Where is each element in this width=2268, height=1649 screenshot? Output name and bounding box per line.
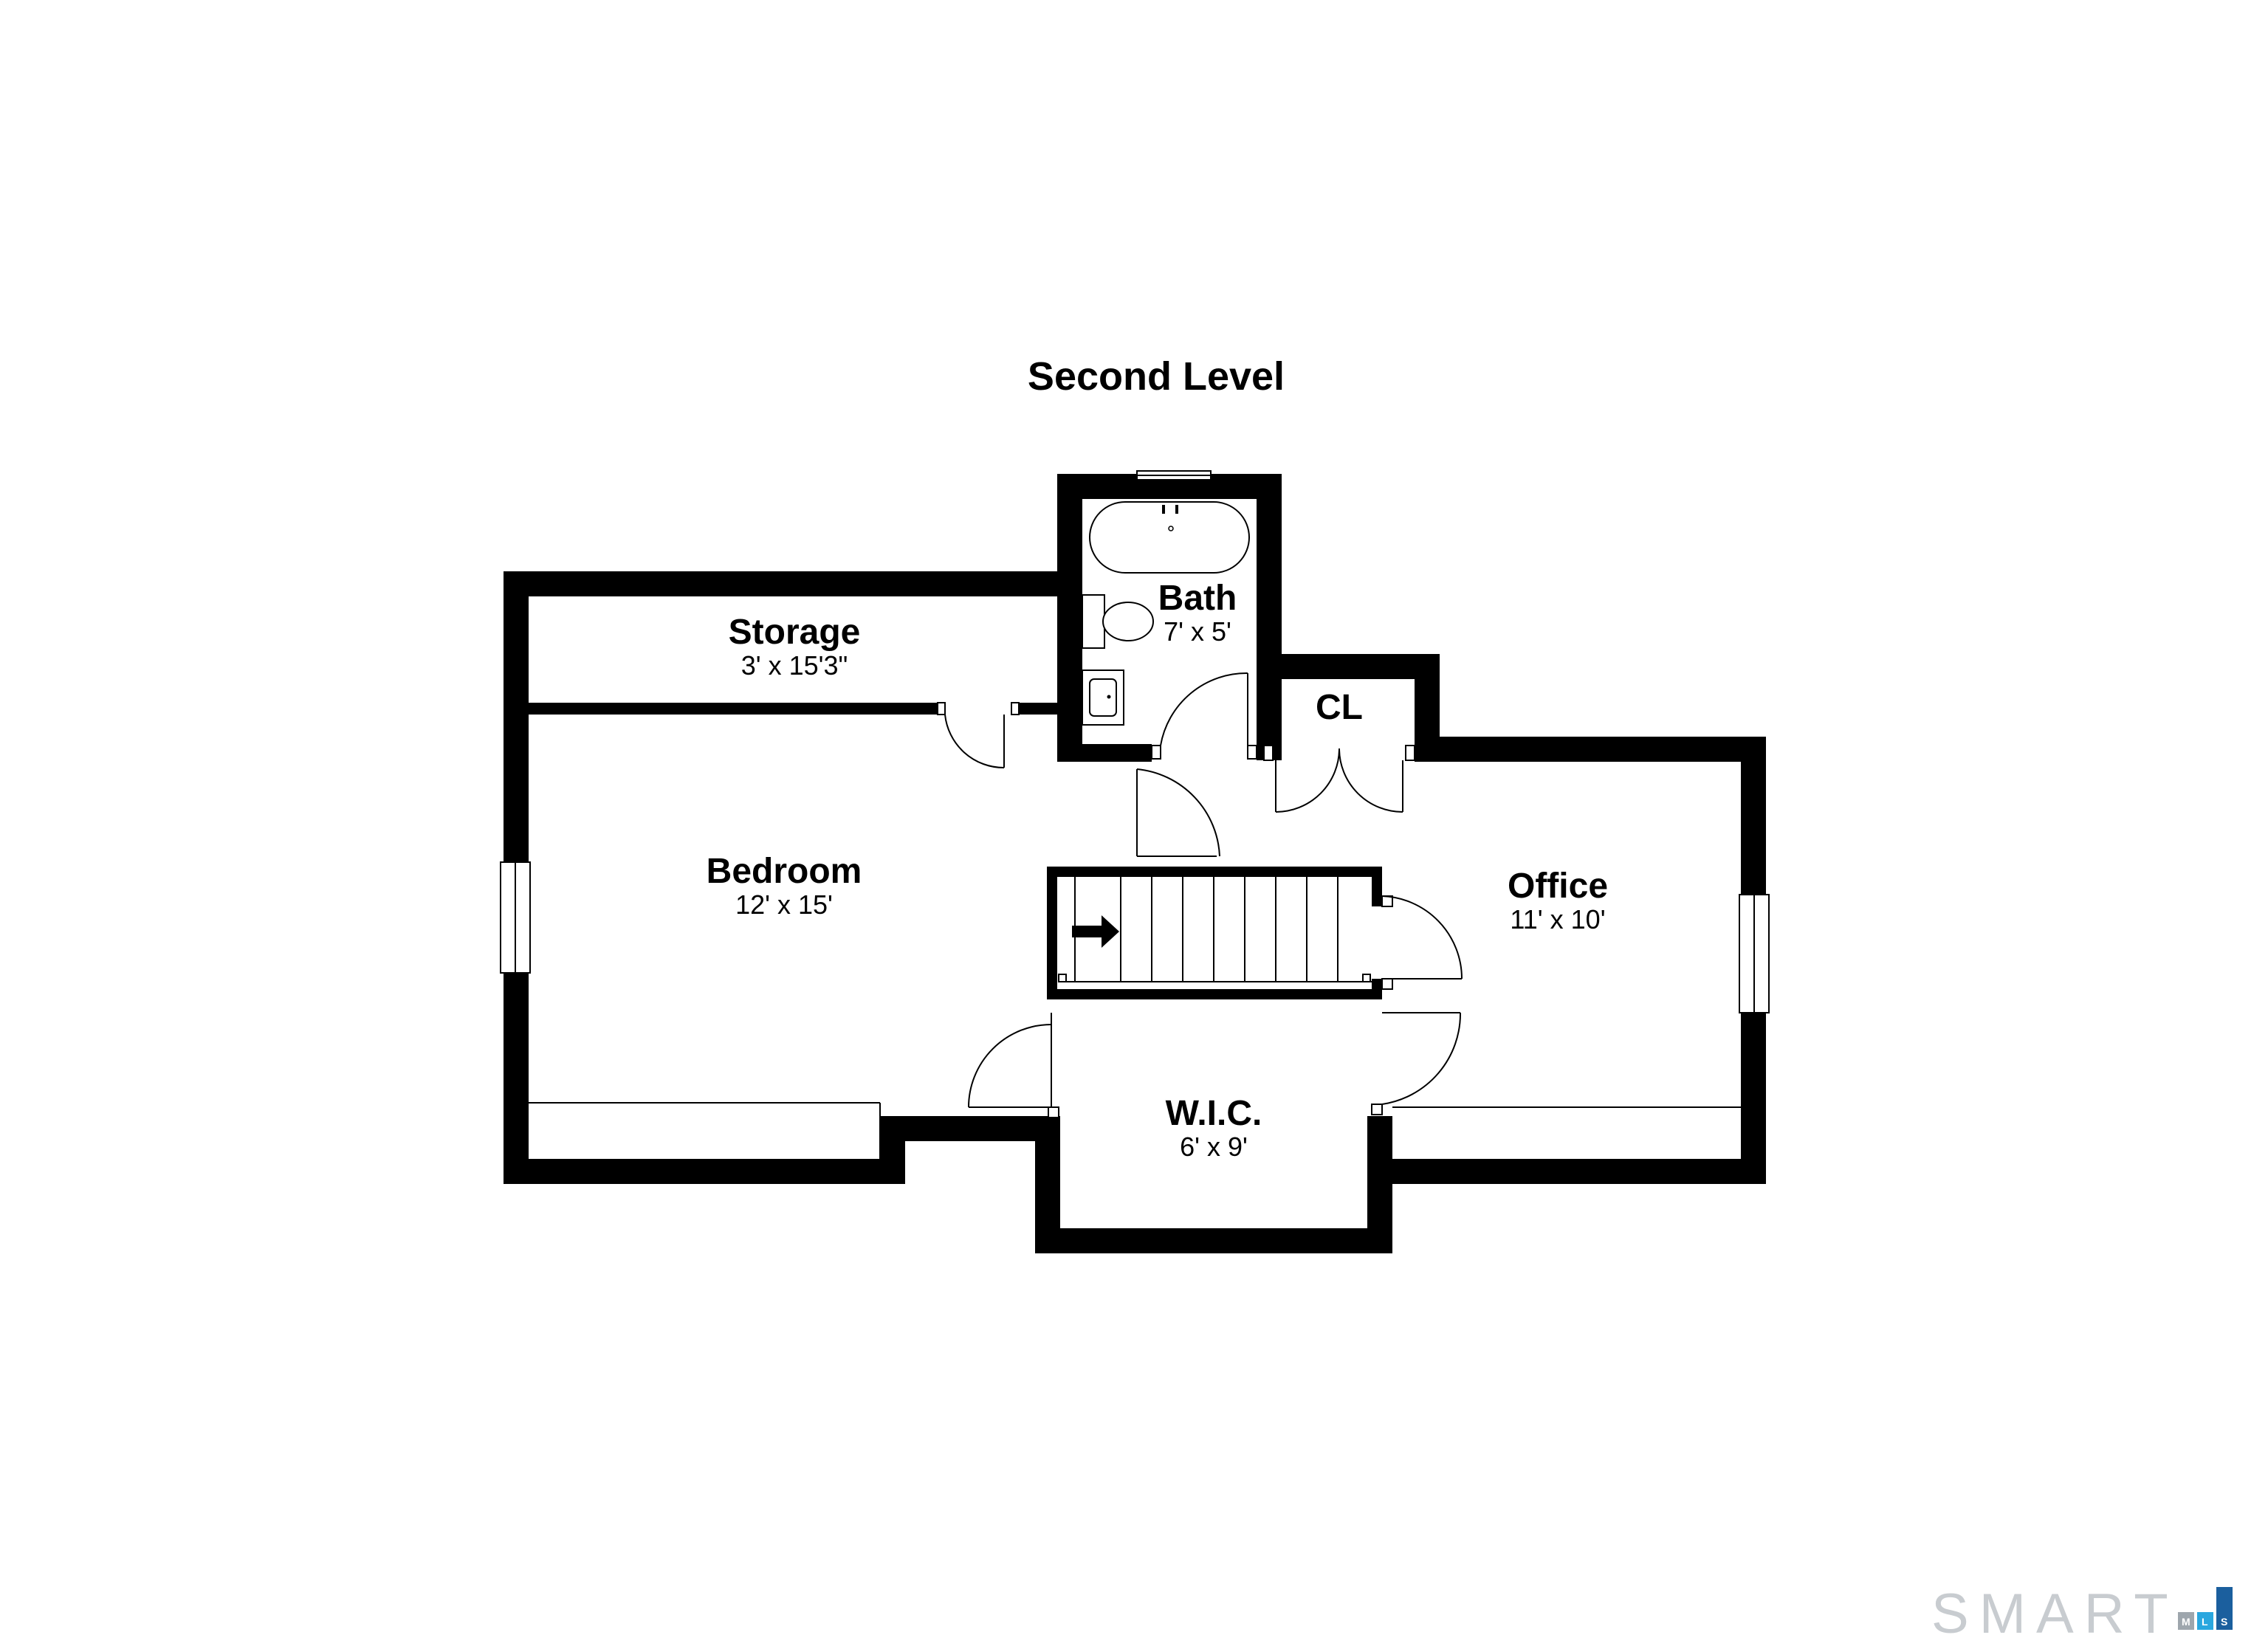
logo-badge-m	[2178, 1612, 2194, 1630]
svg-text:M: M	[2182, 1616, 2190, 1628]
wall-bath-left	[1057, 474, 1082, 757]
logo-badge-s	[2216, 1587, 2233, 1630]
wall-stair-top	[1047, 867, 1382, 877]
wall-cl-top	[1257, 654, 1440, 679]
wall-bath-bottom-left	[1057, 744, 1152, 762]
wall-stair-right	[1372, 867, 1382, 906]
wall-office-north	[1415, 737, 1766, 762]
toilet-bowl-icon	[1102, 602, 1154, 641]
wall-storage-top	[504, 571, 1065, 596]
room-size-bath: 7' x 5'	[1164, 616, 1231, 647]
built-ins	[529, 1102, 1741, 1159]
tub-drain-icon	[1168, 526, 1174, 531]
toilet-tank-icon	[1082, 594, 1105, 649]
room-size-office: 11' x 10'	[1510, 904, 1605, 934]
smart-mls-logo: SMART M L S	[1931, 1583, 2233, 1645]
svg-text:L: L	[2202, 1616, 2208, 1628]
room-name-wic: W.I.C.	[1166, 1094, 1262, 1133]
svg-text:S: S	[2221, 1616, 2227, 1628]
wall-office-step-h	[1367, 1159, 1766, 1184]
room-name-office: Office	[1508, 867, 1608, 906]
room-name-bedroom: Bedroom	[707, 852, 862, 891]
room-name-closet: CL	[1316, 688, 1363, 727]
wall-wic-east	[1367, 1116, 1392, 1253]
walls	[504, 474, 1766, 1253]
doors	[937, 672, 1463, 1118]
bath-fixtures	[1082, 501, 1250, 726]
wall-bedroom-south	[504, 1159, 905, 1184]
room-size-bedroom: 12' x 15'	[735, 889, 833, 920]
plan-title: Second Level	[1028, 354, 1285, 399]
wall-stair-bottom	[1047, 989, 1382, 999]
logo-badge-l	[2197, 1612, 2213, 1630]
wall-storage-divider-a	[529, 703, 938, 715]
wall-wic-south	[1035, 1228, 1392, 1253]
wall-bath-right	[1257, 474, 1282, 654]
room-name-storage: Storage	[729, 613, 861, 652]
wall-stair-right-low	[1372, 979, 1382, 999]
room-name-bath: Bath	[1158, 579, 1237, 618]
logo-text: SMART	[1931, 1583, 2179, 1645]
room-labels: Bath 7' x 5' Storage 3' x 15'3" CL Bedro…	[707, 579, 1608, 1162]
room-size-storage: 3' x 15'3"	[741, 650, 848, 681]
stair-direction-arrow-icon	[1072, 915, 1119, 948]
wall-bedroom-step-h	[880, 1116, 1050, 1141]
room-size-wic: 6' x 9'	[1180, 1132, 1248, 1162]
wall-storage-divider-b	[1019, 703, 1063, 715]
bathtub-icon	[1089, 501, 1250, 574]
stairs	[1057, 877, 1372, 989]
windows	[500, 470, 1770, 1013]
wall-stair-left	[1047, 867, 1057, 999]
